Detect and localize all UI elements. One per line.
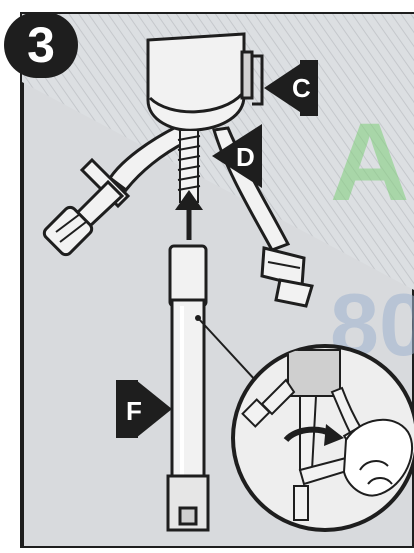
callout-f: F [116, 380, 172, 438]
callout-c-label: C [292, 73, 311, 103]
watermark-text-1: A [330, 101, 409, 224]
faucet-body [146, 32, 264, 132]
left-supply-hose [42, 123, 189, 257]
threaded-stem [177, 129, 201, 203]
zoom-detail [231, 344, 414, 532]
callout-d: D [212, 124, 262, 188]
callout-d-label: D [236, 142, 255, 172]
callout-c: C [264, 60, 318, 116]
leader-dot [195, 315, 201, 321]
socket-wrench-tool [166, 244, 210, 532]
insert-up-arrow-icon [175, 190, 203, 240]
rotate-arrow-icon [283, 424, 344, 446]
step-number-badge: 3 [4, 12, 78, 78]
callout-f-label: F [126, 396, 142, 426]
